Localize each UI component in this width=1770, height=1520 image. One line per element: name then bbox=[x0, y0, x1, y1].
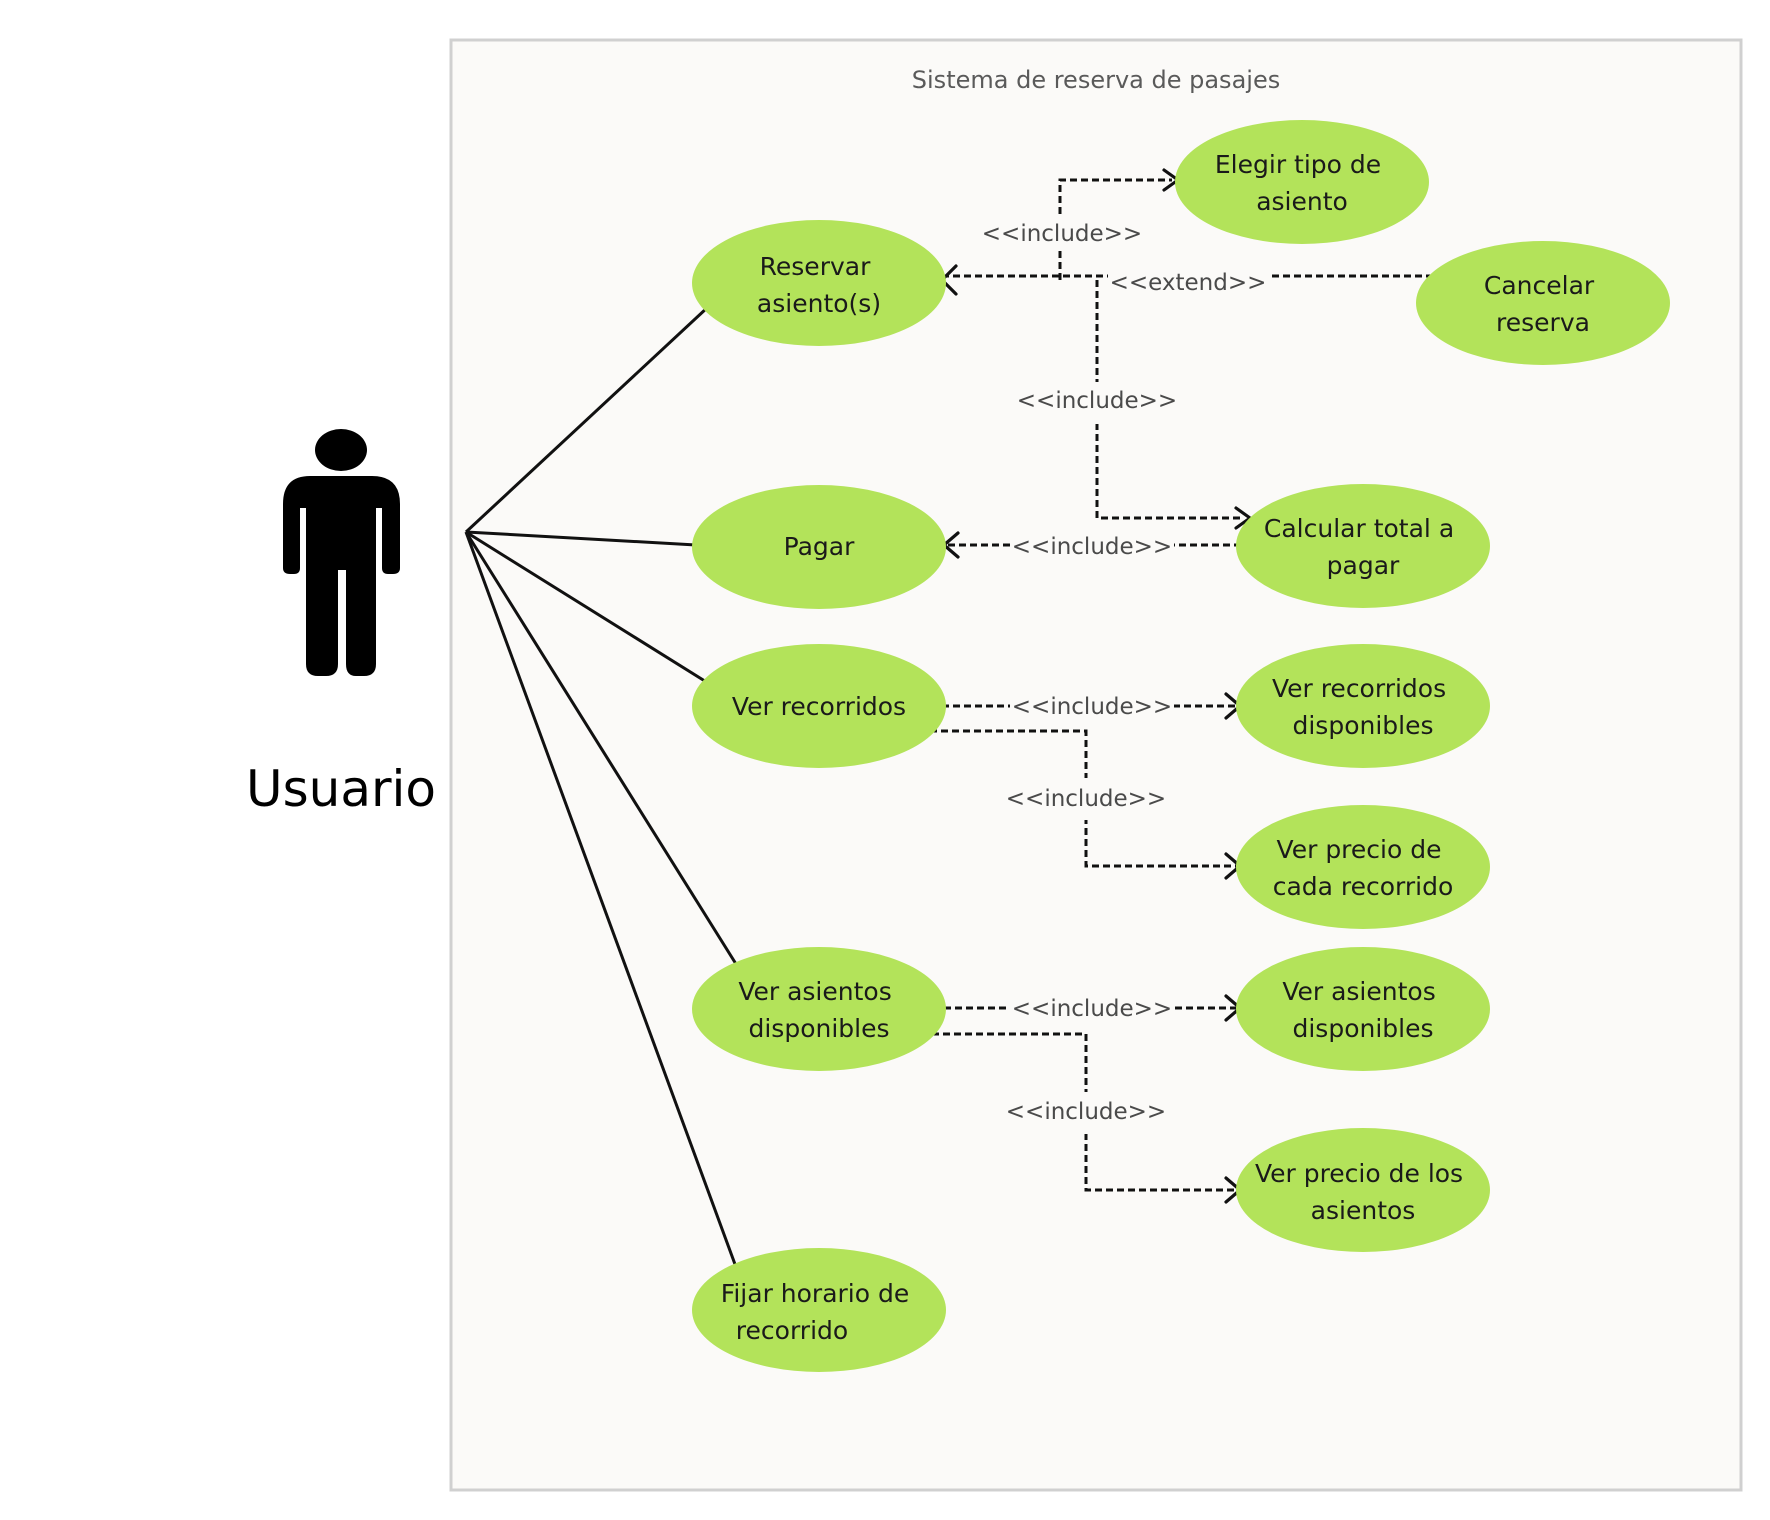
use-case-fijar-horario[interactable]: Fijar horario de recorrido bbox=[692, 1248, 946, 1372]
svg-text:Ver recorridos disponibl: Ver recorridos disponibles bbox=[1272, 674, 1454, 740]
association-fijar-horario bbox=[464, 531, 738, 1268]
use-case-ver-asientos-disponibles[interactable]: Ver asientos disponibles bbox=[1236, 947, 1490, 1071]
person-icon bbox=[283, 429, 400, 676]
svg-text:Ver precio de cada recor: Ver precio de cada recorrido bbox=[1273, 835, 1454, 901]
association-pagar bbox=[465, 530, 697, 547]
relation-labels: <<include>> <<extend>> <<include>> <<inc… bbox=[982, 214, 1268, 1134]
use-case-calcular-total[interactable]: Calcular total a pagar bbox=[1236, 484, 1490, 608]
svg-text:Ver recorridos: Ver recorridos bbox=[732, 692, 906, 721]
label-include-pagar: <<include>> bbox=[1012, 534, 1172, 560]
use-case-ver-asientos[interactable]: Ver asientos disponibles bbox=[692, 947, 946, 1071]
svg-text:Reservar asiento(s): Reservar asiento(s) bbox=[757, 252, 881, 318]
use-case-ver-precio-recorrido[interactable]: Ver precio de cada recorrido bbox=[1236, 805, 1490, 929]
association-ver-asientos bbox=[464, 531, 738, 965]
label-include-recorridos-precio: <<include>> bbox=[1006, 786, 1166, 812]
svg-text:Ver asientos disponibles: Ver asientos disponibles bbox=[738, 977, 899, 1043]
label-include-recorridos-disponibles: <<include>> bbox=[1012, 694, 1172, 720]
actor-name: Usuario bbox=[246, 760, 436, 818]
use-case-ver-recorridos-disponibles[interactable]: Ver recorridos disponibles bbox=[1236, 644, 1490, 768]
use-case-elegir-tipo-asiento[interactable]: Elegir tipo de asiento bbox=[1175, 120, 1429, 244]
use-case-ver-precio-asientos[interactable]: Ver precio de los asientos bbox=[1236, 1128, 1490, 1252]
use-case-reservar[interactable]: Reservar asiento(s) bbox=[692, 220, 946, 346]
svg-text:Calcular total a pagar: Calcular total a pagar bbox=[1264, 514, 1462, 580]
svg-text:Ver precio de los asient: Ver precio de los asientos bbox=[1255, 1159, 1471, 1225]
svg-text:Cancelar reserva: Cancelar reserva bbox=[1484, 271, 1602, 337]
svg-text:Ver asientos disponibles: Ver asientos disponibles bbox=[1282, 977, 1443, 1043]
associations bbox=[464, 305, 738, 1268]
label-include-calcular: <<include>> bbox=[1017, 388, 1177, 414]
label-include-elegir: <<include>> bbox=[982, 221, 1142, 247]
include-reservar-calcular bbox=[1095, 280, 1244, 520]
label-extend-cancelar: <<extend>> bbox=[1110, 270, 1267, 296]
svg-text:Pagar: Pagar bbox=[784, 532, 855, 561]
label-include-asientos-precio: <<include>> bbox=[1006, 1099, 1166, 1125]
svg-text:Elegir tipo de asiento: Elegir tipo de asiento bbox=[1215, 150, 1389, 216]
association-reservar bbox=[464, 305, 710, 534]
association-ver-recorridos bbox=[465, 530, 709, 685]
use-case-ver-recorridos[interactable]: Ver recorridos bbox=[692, 644, 946, 768]
system-title: Sistema de reserva de pasajes bbox=[912, 66, 1280, 94]
label-include-asientos-disponibles: <<include>> bbox=[1012, 996, 1172, 1022]
use-case-cancelar-reserva[interactable]: Cancelar reserva bbox=[1416, 241, 1670, 365]
use-case-pagar[interactable]: Pagar bbox=[692, 485, 946, 609]
svg-text:Fijar horario de recorri: Fijar horario de recorrido bbox=[721, 1279, 917, 1345]
